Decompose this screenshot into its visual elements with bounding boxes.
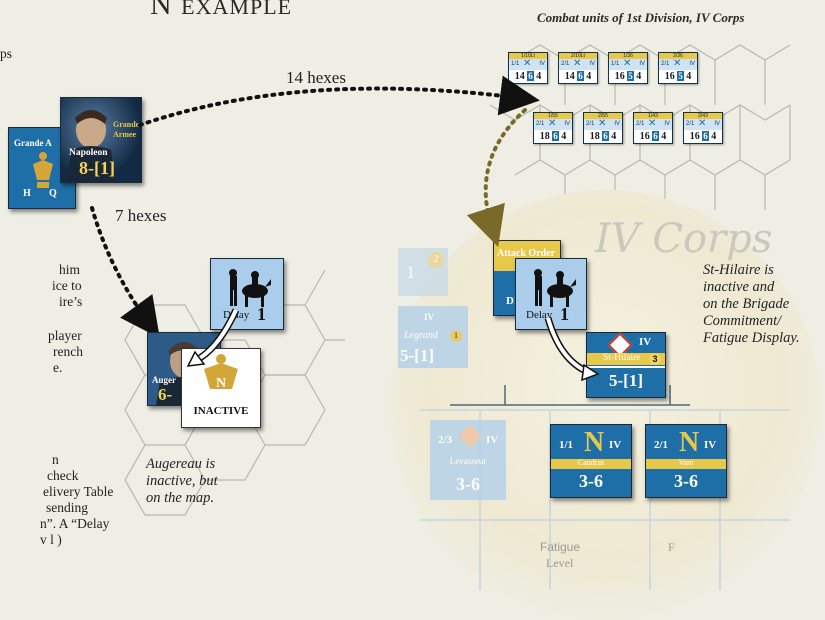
combat-unit-counter[interactable]: 2/36 2/1✕ IV 16 5 4 — [658, 52, 698, 84]
unit-id-row: 2/1✕ IV — [634, 118, 672, 130]
body-text-line: elivery Table — [43, 484, 114, 499]
infantry-icon: ✕ — [623, 58, 632, 69]
unit-id-row: 2/1✕ IV — [684, 118, 722, 130]
fatigue-label: Level — [546, 556, 574, 570]
units-caption: Combat units of 1st Division, IV Corps — [537, 10, 745, 25]
courier-icon — [229, 269, 271, 307]
napoleon-portrait-icon — [61, 98, 141, 182]
eagle-n-icon: N — [204, 354, 238, 391]
unit-id: 2/1 — [536, 121, 545, 127]
body-text-line: rench — [53, 344, 83, 359]
unit-id-row: 1/1✕ IV — [509, 58, 547, 70]
distance-label-corps: 14 hexes — [286, 68, 346, 87]
unit-factors: 16 6 4 — [684, 130, 722, 143]
unit-designation: 2/10Lt — [559, 53, 597, 59]
unit-id: 2/1 — [586, 121, 595, 127]
unit-corps: IV — [589, 61, 595, 67]
unit-id: 2/1 — [686, 121, 695, 127]
brigade-counter-vare[interactable]: 2/1 N IV Vare 3-6 — [645, 424, 727, 498]
levasseur-counter: 2/3 IV Levasseur 3-6 — [430, 420, 506, 500]
infantry-icon: ✕ — [573, 58, 582, 69]
body-text-ps: ps — [0, 46, 13, 61]
distance-label-augereau: 7 hexes — [115, 206, 167, 225]
unit-corps: IV — [689, 61, 695, 67]
unit-id: 2/1 — [636, 121, 645, 127]
body-text-line: player — [48, 328, 82, 343]
body-text-line: ice to — [52, 278, 82, 293]
combat-unit-counter[interactable]: 1/43 2/1✕ IV 16 6 4 — [633, 112, 673, 144]
corps-script: IV Corps — [595, 216, 773, 262]
combat-unit-counter[interactable]: 2/55 2/1✕ IV 18 6 4 — [583, 112, 623, 144]
unit-corps: IV — [539, 61, 545, 67]
unit-factors: 18 6 4 — [584, 130, 622, 143]
unit-corps: IV — [564, 121, 570, 127]
unit-factors: 16 5 4 — [659, 70, 697, 83]
unit-designation: 1/43 — [634, 113, 672, 119]
unit-factors: 16 6 4 — [634, 130, 672, 143]
unit-corps: IV — [664, 121, 670, 127]
unit-designation: 1/36 — [609, 53, 647, 59]
unit-designation: 1/10Lt — [509, 53, 547, 59]
infantry-icon: ✕ — [548, 118, 557, 129]
unit-id-row: 2/1✕ IV — [559, 58, 597, 70]
unit-corps: IV — [639, 61, 645, 67]
unit-id-row: 2/1✕ IV — [659, 58, 697, 70]
unit-id: 2/1 — [561, 61, 570, 67]
augereau-note: Augereau is inactive, but on the map. — [146, 456, 218, 506]
unit-designation: 1/55 — [534, 113, 572, 119]
combat-unit-counter[interactable]: 2/43 2/1✕ IV 16 6 4 — [683, 112, 723, 144]
unit-corps: IV — [614, 121, 620, 127]
body-text-line: n — [52, 452, 59, 467]
infantry-icon: ✕ — [673, 58, 682, 69]
infantry-icon: ✕ — [598, 118, 607, 129]
brigade-counter-candras[interactable]: 1/1 N IV Candras 3-6 — [550, 424, 632, 498]
unit-id: 1/1 — [511, 61, 520, 67]
unit-factors: 16 5 4 — [609, 70, 647, 83]
st-hilaire-note: St-Hilaire is inactive and on the Brigad… — [703, 262, 800, 346]
infantry-icon: ✕ — [698, 118, 707, 129]
placement-arrows — [186, 308, 600, 382]
unit-designation: 2/36 — [659, 53, 697, 59]
body-text-line: sending — [46, 500, 88, 515]
delay-counter-map[interactable]: Delay 1 — [210, 258, 284, 330]
unit-id-row: 2/1✕ IV — [584, 118, 622, 130]
body-text-line: check — [47, 468, 79, 483]
unit-id-row: 1/1✕ IV — [609, 58, 647, 70]
body-text-line: n”. A “Delay — [40, 516, 110, 531]
napoleon-counter[interactable]: Grande Armee Napoleon 8-[1] — [60, 97, 142, 183]
unit-corps: IV — [714, 121, 720, 127]
page-title: N EXAMPLE — [150, 0, 293, 21]
unit-designation: 2/55 — [584, 113, 622, 119]
legrand-counter: IV Legrand 1 5-[1] — [398, 306, 468, 368]
body-text-line: e. — [53, 360, 63, 375]
fatigue-label: F — [668, 540, 675, 554]
body-text-line: v l ) — [40, 532, 62, 547]
courier-icon — [534, 269, 576, 307]
infantry-icon: ✕ — [523, 58, 532, 69]
body-text-line: him — [59, 262, 81, 277]
unit-id-row: 2/1✕ IV — [534, 118, 572, 130]
combat-unit-counter[interactable]: 1/55 2/1✕ IV 18 6 4 — [533, 112, 573, 144]
unit-factors: 18 6 4 — [534, 130, 572, 143]
ghost-counter: 1 2 — [398, 248, 448, 296]
unit-factors: 14 6 4 — [559, 70, 597, 83]
unit-id: 1/1 — [611, 61, 620, 67]
unit-designation: 2/43 — [684, 113, 722, 119]
movement-arrows — [90, 75, 540, 339]
body-text-line: ire’s — [59, 294, 83, 309]
st-hilaire-counter[interactable]: IV St-Hilaire 3 5-[1] — [586, 332, 666, 398]
unit-id: 2/1 — [661, 61, 670, 67]
combat-unit-counter[interactable]: 2/10Lt 2/1✕ IV 14 6 4 — [558, 52, 598, 84]
fatigue-label: Fatigue — [540, 540, 581, 554]
svg-text:N: N — [216, 376, 226, 391]
eagle-icon — [33, 152, 53, 188]
combat-unit-counter[interactable]: 1/36 1/1✕ IV 16 5 4 — [608, 52, 648, 84]
infantry-icon: ✕ — [648, 118, 657, 129]
